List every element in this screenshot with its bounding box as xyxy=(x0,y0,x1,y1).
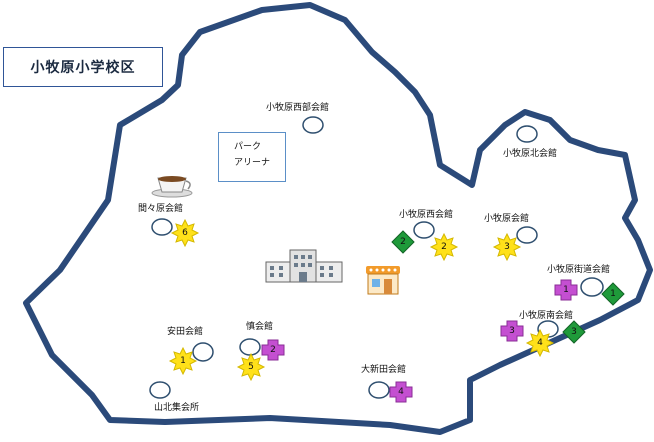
hall-circle-mamahara[interactable] xyxy=(151,218,173,236)
hall-circle-kaido[interactable] xyxy=(580,277,604,297)
cross-number-3: 3 xyxy=(509,326,515,336)
hall-circle-yamakita[interactable] xyxy=(149,381,171,399)
park-arena-label: パーク アリーナ xyxy=(218,132,286,182)
hall-label-nishi: 小牧原西会館 xyxy=(399,208,453,220)
hall-label-kei: 慎会館 xyxy=(246,320,273,332)
star-marker-2[interactable] xyxy=(429,232,459,262)
diamond-marker-2[interactable] xyxy=(391,230,415,254)
hall-circle-shinden[interactable] xyxy=(368,381,390,399)
diamond-marker-1[interactable] xyxy=(601,282,625,306)
hall-label-kita: 小牧原北会館 xyxy=(503,147,557,159)
coffee-cup-icon xyxy=(151,176,193,198)
hall-circle-nishi[interactable] xyxy=(413,221,435,239)
cross-marker-2[interactable] xyxy=(261,339,285,361)
diamond-marker-3[interactable] xyxy=(562,320,586,344)
hall-markers xyxy=(149,116,604,399)
star-number-3: 3 xyxy=(504,242,510,252)
cross-number-2: 2 xyxy=(270,345,276,355)
diamond-number-3: 3 xyxy=(571,327,577,337)
star-marker-5[interactable] xyxy=(236,352,266,382)
cross-marker-1[interactable] xyxy=(554,279,578,301)
star-markers xyxy=(168,218,555,382)
hall-label-nishibu: 小牧原西部会館 xyxy=(266,101,329,113)
cross-number-1: 1 xyxy=(563,285,569,295)
park-line2: アリーナ xyxy=(234,158,271,168)
hall-label-minami: 小牧原南会館 xyxy=(519,309,573,321)
district-boundary xyxy=(23,2,653,435)
hall-circle-kita[interactable] xyxy=(516,125,538,143)
star-marker-4[interactable] xyxy=(525,328,555,358)
cross-markers xyxy=(261,279,578,403)
map-title: 小牧原小学校区 xyxy=(3,47,163,87)
diamond-number-1: 1 xyxy=(610,289,616,299)
diamond-markers xyxy=(391,230,625,344)
hall-label-kaido: 小牧原街道会館 xyxy=(547,263,610,275)
star-marker-3[interactable] xyxy=(492,232,522,262)
star-marker-1[interactable] xyxy=(168,346,198,376)
star-number-4: 4 xyxy=(537,338,543,348)
park-line1: パーク xyxy=(234,142,262,152)
diamond-number-2: 2 xyxy=(400,237,406,247)
hall-label-komakihara: 小牧原会館 xyxy=(484,212,529,224)
hall-label-yasuda: 安田会館 xyxy=(167,325,203,337)
hall-circle-nishibu[interactable] xyxy=(302,116,324,134)
star-marker-6[interactable] xyxy=(170,218,200,248)
cross-number-4: 4 xyxy=(398,387,404,397)
cross-marker-3[interactable] xyxy=(500,320,524,342)
hall-label-yamakita: 山北集会所 xyxy=(154,401,199,413)
star-number-1: 1 xyxy=(180,356,186,366)
star-number-2: 2 xyxy=(441,242,447,252)
hall-label-mamahara: 間々原会館 xyxy=(138,202,183,214)
school-building-icon xyxy=(265,249,343,283)
hall-circle-kei[interactable] xyxy=(239,338,261,356)
hall-circle-komakihara[interactable] xyxy=(516,226,538,244)
kindergarten-icon xyxy=(366,266,400,295)
cross-marker-4[interactable] xyxy=(389,381,413,403)
star-number-6: 6 xyxy=(182,228,188,238)
star-number-5: 5 xyxy=(248,362,254,372)
hall-circle-yasuda[interactable] xyxy=(192,342,214,362)
hall-label-shinden: 大新田会館 xyxy=(361,363,406,375)
